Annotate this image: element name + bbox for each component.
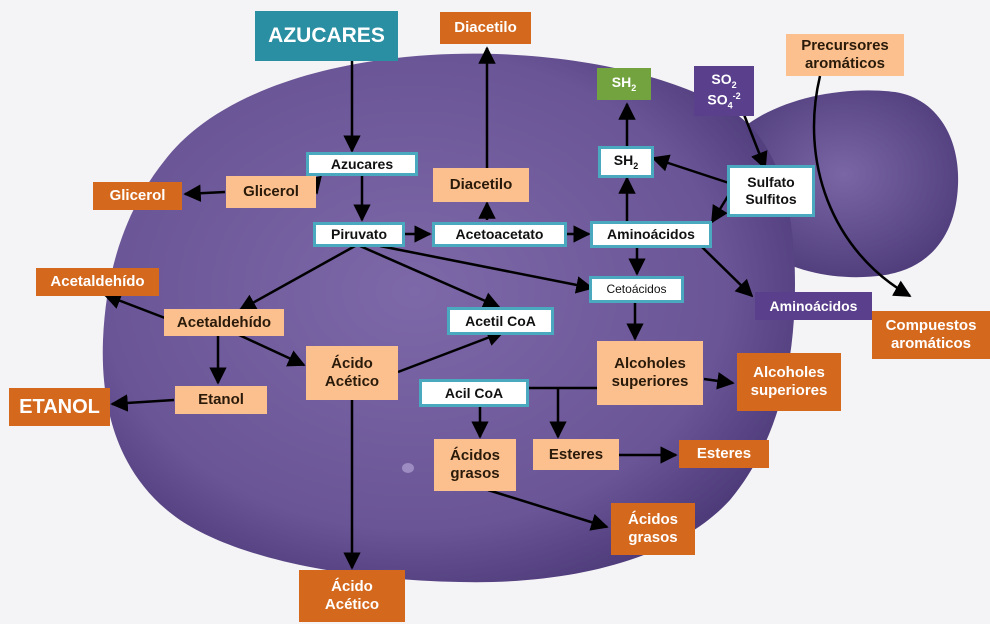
esteres-internal-box: Esteres	[533, 439, 619, 470]
acidos-grasos-external-label-2: grasos	[628, 529, 677, 547]
sulfato-label: Sulfato	[747, 174, 794, 191]
etanol-external-box: ETANOL	[9, 388, 110, 426]
acido-acetico-internal-label-1: Ácido	[331, 355, 373, 373]
compuestos-label-2: aromáticos	[891, 335, 971, 353]
compuestos-label-1: Compuestos	[886, 317, 977, 335]
acetaldehido-internal-label: Acetaldehído	[177, 314, 271, 332]
sulfitos-label: Sulfitos	[745, 191, 796, 208]
azucares-label: Azucares	[331, 156, 393, 173]
glicerol-external-label: Glicerol	[110, 187, 166, 205]
etanol-external-label: ETANOL	[19, 395, 100, 419]
acetil-coa-label: Acetil CoA	[465, 313, 536, 330]
acido-acetico-internal-label-2: Acético	[325, 373, 379, 391]
aminoacidos-internal-label: Aminoácidos	[607, 226, 695, 243]
etanol-internal-box: Etanol	[175, 386, 267, 414]
aminoacidos-external-label: Aminoácidos	[770, 298, 858, 315]
esteres-external-box: Esteres	[679, 440, 769, 468]
acido-acetico-external-label-1: Ácido	[331, 578, 373, 596]
so2-so4-box: SO2 SO4-2	[694, 66, 754, 116]
compuestos-aromaticos-box: Compuestos aromáticos	[872, 311, 990, 359]
alcoholes-internal-label-2: superiores	[612, 373, 689, 391]
cell-vesicle	[402, 463, 414, 473]
azucares-title-box: AZUCARES	[255, 11, 398, 61]
acidos-grasos-external-label-1: Ácidos	[628, 511, 678, 529]
acido-acetico-external-box: Ácido Acético	[299, 570, 405, 622]
sh2-external-label: SH2	[612, 74, 636, 94]
esteres-internal-label: Esteres	[549, 446, 603, 464]
acetaldehido-external-box: Acetaldehído	[36, 268, 159, 296]
acido-acetico-internal-box: Ácido Acético	[306, 346, 398, 400]
cetoacidos-box: Cetoácidos	[589, 276, 684, 303]
esteres-external-label: Esteres	[697, 445, 751, 463]
acil-coa-box: Acil CoA	[419, 379, 529, 407]
alcoholes-superiores-internal-box: Alcoholes superiores	[597, 341, 703, 405]
precursores-label-2: aromáticos	[805, 55, 885, 73]
acido-acetico-external-label-2: Acético	[325, 596, 379, 614]
azucares-title-label: AZUCARES	[268, 23, 385, 48]
aminoacidos-external-box: Aminoácidos	[755, 292, 872, 320]
alcoholes-external-label-1: Alcoholes	[753, 364, 825, 382]
alcoholes-external-label-2: superiores	[751, 382, 828, 400]
acetaldehido-internal-box: Acetaldehído	[164, 309, 284, 336]
piruvato-box: Piruvato	[313, 222, 405, 247]
precursores-aromaticos-box: Precursores aromáticos	[786, 34, 904, 76]
glicerol-internal-label: Glicerol	[243, 183, 299, 201]
acetil-coa-box: Acetil CoA	[447, 307, 554, 335]
acidos-grasos-external-box: Ácidos grasos	[611, 503, 695, 555]
glicerol-internal-box: Glicerol	[226, 176, 316, 208]
glicerol-external-box: Glicerol	[93, 182, 182, 210]
sh2-internal-label: SH2	[614, 152, 638, 172]
acidos-grasos-internal-label-2: grasos	[450, 465, 499, 483]
sh2-external-box: SH2	[597, 68, 651, 100]
diacetilo-internal-label: Diacetilo	[450, 176, 513, 194]
diacetilo-external-box: Diacetilo	[440, 12, 531, 44]
acidos-grasos-internal-label-1: Ácidos	[450, 447, 500, 465]
alcoholes-superiores-external-box: Alcoholes superiores	[737, 353, 841, 411]
acil-coa-label: Acil CoA	[445, 385, 503, 402]
aminoacidos-internal-box: Aminoácidos	[590, 221, 712, 248]
sh2-internal-box: SH2	[598, 146, 654, 178]
diacetilo-external-label: Diacetilo	[454, 19, 517, 37]
cetoacidos-label: Cetoácidos	[606, 282, 666, 296]
acidos-grasos-internal-box: Ácidos grasos	[434, 439, 516, 491]
alcoholes-internal-label-1: Alcoholes	[614, 355, 686, 373]
azucares-box: Azucares	[306, 152, 418, 176]
sulfato-sulfitos-box: Sulfato Sulfitos	[727, 165, 815, 217]
so2-label: SO2	[711, 71, 736, 91]
diacetilo-internal-box: Diacetilo	[433, 168, 529, 202]
acetoacetato-box: Acetoacetato	[432, 222, 567, 247]
etanol-internal-label: Etanol	[198, 391, 244, 409]
piruvato-label: Piruvato	[331, 226, 387, 243]
acetaldehido-external-label: Acetaldehído	[50, 273, 144, 291]
acetoacetato-label: Acetoacetato	[456, 226, 544, 243]
precursores-label-1: Precursores	[801, 37, 889, 55]
so4-label: SO4-2	[707, 91, 740, 111]
